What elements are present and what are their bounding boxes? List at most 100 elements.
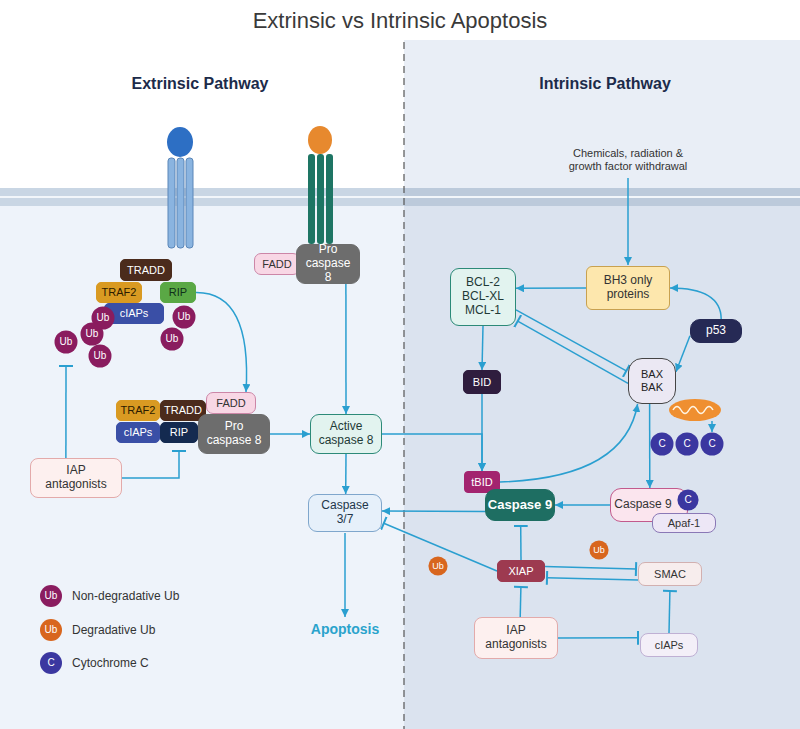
protein-box: Apaf-1	[652, 513, 716, 533]
extrinsic-outside	[0, 40, 404, 188]
activation-arrow	[345, 454, 347, 494]
node-label: RIP	[169, 286, 187, 299]
node-label: TRAF2	[102, 286, 137, 299]
node-label: Ub	[432, 561, 444, 571]
inhibition-line	[384, 523, 497, 571]
circle-shape	[89, 345, 112, 368]
mitochondrion-symbol	[669, 399, 721, 421]
node-label: Ub	[60, 336, 73, 348]
ligand-symbol	[308, 126, 332, 154]
node-label: TRADD	[164, 404, 202, 417]
swatch-label: C	[40, 652, 62, 674]
inhibition-line	[65, 366, 67, 458]
circle-shape	[161, 328, 184, 351]
iap-box: XIAP	[497, 560, 545, 582]
receptor-symbol	[308, 154, 315, 244]
node-label: Pro caspase 8	[301, 243, 355, 284]
protein-box: p53	[690, 319, 742, 343]
inhibition-line	[520, 526, 522, 560]
cytochrome-circle: C	[700, 432, 724, 456]
node-label: C	[708, 438, 715, 450]
caspase-box: Active caspase 8	[310, 414, 382, 454]
node-label: Ub	[86, 328, 99, 340]
swatch-label: Ub	[40, 585, 62, 607]
pathway-heading: Extrinsic Pathway	[100, 74, 300, 93]
inhibition-line	[545, 567, 636, 570]
caspase-box: Caspase 3/7	[308, 494, 382, 532]
cytochrome-circle: C	[675, 432, 699, 456]
drug-box: IAP antagonists	[30, 458, 122, 498]
release-arrow	[711, 421, 713, 432]
node-label: IAP antagonists	[41, 464, 111, 492]
activation-arrow	[500, 404, 638, 482]
ubiquitin-circle: Ub	[54, 330, 78, 354]
node-label: Apaf-1	[668, 517, 700, 530]
protein-box: BID	[463, 370, 501, 394]
circle-shape	[55, 331, 78, 354]
node-label: Ub	[94, 350, 107, 362]
node-label: Ub	[178, 311, 191, 323]
stimulus-note: Chemicals, radiation & growth factor wit…	[557, 147, 699, 173]
node-label: Caspase 9	[488, 498, 552, 513]
node-label: C	[683, 438, 690, 450]
circle-shape	[173, 306, 196, 329]
node-label: tBID	[471, 476, 492, 489]
adaptor-box: TRAF2	[116, 400, 160, 421]
protein-box: BAX BAK	[628, 358, 676, 404]
node-label: p53	[706, 324, 726, 338]
node-label: Caspase 3/7	[317, 499, 373, 527]
inhibition-line	[668, 591, 670, 633]
activation-arrow	[482, 326, 483, 370]
activation-arrow	[516, 287, 586, 289]
divider-line	[403, 42, 404, 729]
iap-box: cIAPs	[116, 422, 160, 443]
intrinsic-cytoplasm	[404, 206, 800, 729]
node-label: Caspase 9	[614, 498, 671, 512]
ligand-symbol	[167, 127, 193, 157]
node-label: Ub	[166, 333, 179, 345]
node-label: C	[684, 494, 691, 506]
node-label: BID	[473, 376, 491, 389]
kinase-box: RIP	[160, 282, 196, 303]
activation-arrow	[270, 433, 310, 435]
activation-arrow	[555, 504, 610, 506]
receptor-symbol	[168, 158, 175, 248]
node-label: BCL-2 BCL-XL MCL-1	[457, 276, 509, 317]
mitochondrion-cristae	[673, 407, 713, 414]
protein-box: BCL-2 BCL-XL MCL-1	[450, 268, 516, 326]
inhibition-line	[519, 587, 521, 617]
activation-arrow	[481, 394, 483, 471]
node-label: XIAP	[508, 565, 533, 578]
receptor-symbol	[317, 154, 324, 244]
node-label: C	[658, 438, 665, 450]
activation-arrow	[382, 510, 485, 512]
ubiquitin-circle: Ub	[172, 305, 196, 329]
node-label: TRAF2	[121, 404, 156, 417]
receptor-symbol	[186, 158, 193, 248]
legend-text: Degradative Ub	[72, 623, 155, 637]
node-label: RIP	[170, 426, 188, 439]
kinase-box: RIP	[160, 422, 198, 443]
diagram-title: Extrinsic vs Intrinsic Apoptosis	[0, 8, 800, 34]
node-label: cIAPs	[120, 307, 149, 320]
adaptor-box: TRAF2	[96, 282, 142, 303]
inhibition-line	[558, 637, 638, 639]
legend-text: Cytochrome C	[72, 656, 149, 670]
activation-arrow	[196, 292, 247, 392]
activation-arrow	[382, 434, 482, 471]
ubiquitin-circle: Ub	[589, 540, 609, 560]
caspase-box: Caspase 9	[485, 489, 555, 521]
intrinsic-outside	[404, 40, 800, 188]
ubiquitin-circle: Ub	[160, 327, 184, 351]
swatch-label: Ub	[40, 619, 62, 641]
protein-box: SMAC	[638, 562, 702, 586]
membrane-line	[0, 196, 800, 198]
inhibition-line	[518, 321, 628, 383]
iap-box: cIAPs	[640, 633, 698, 657]
activation-arrow	[649, 404, 651, 488]
outcome-arrow	[344, 533, 346, 617]
circle-shape	[677, 489, 698, 510]
node-label: cIAPs	[655, 639, 684, 652]
